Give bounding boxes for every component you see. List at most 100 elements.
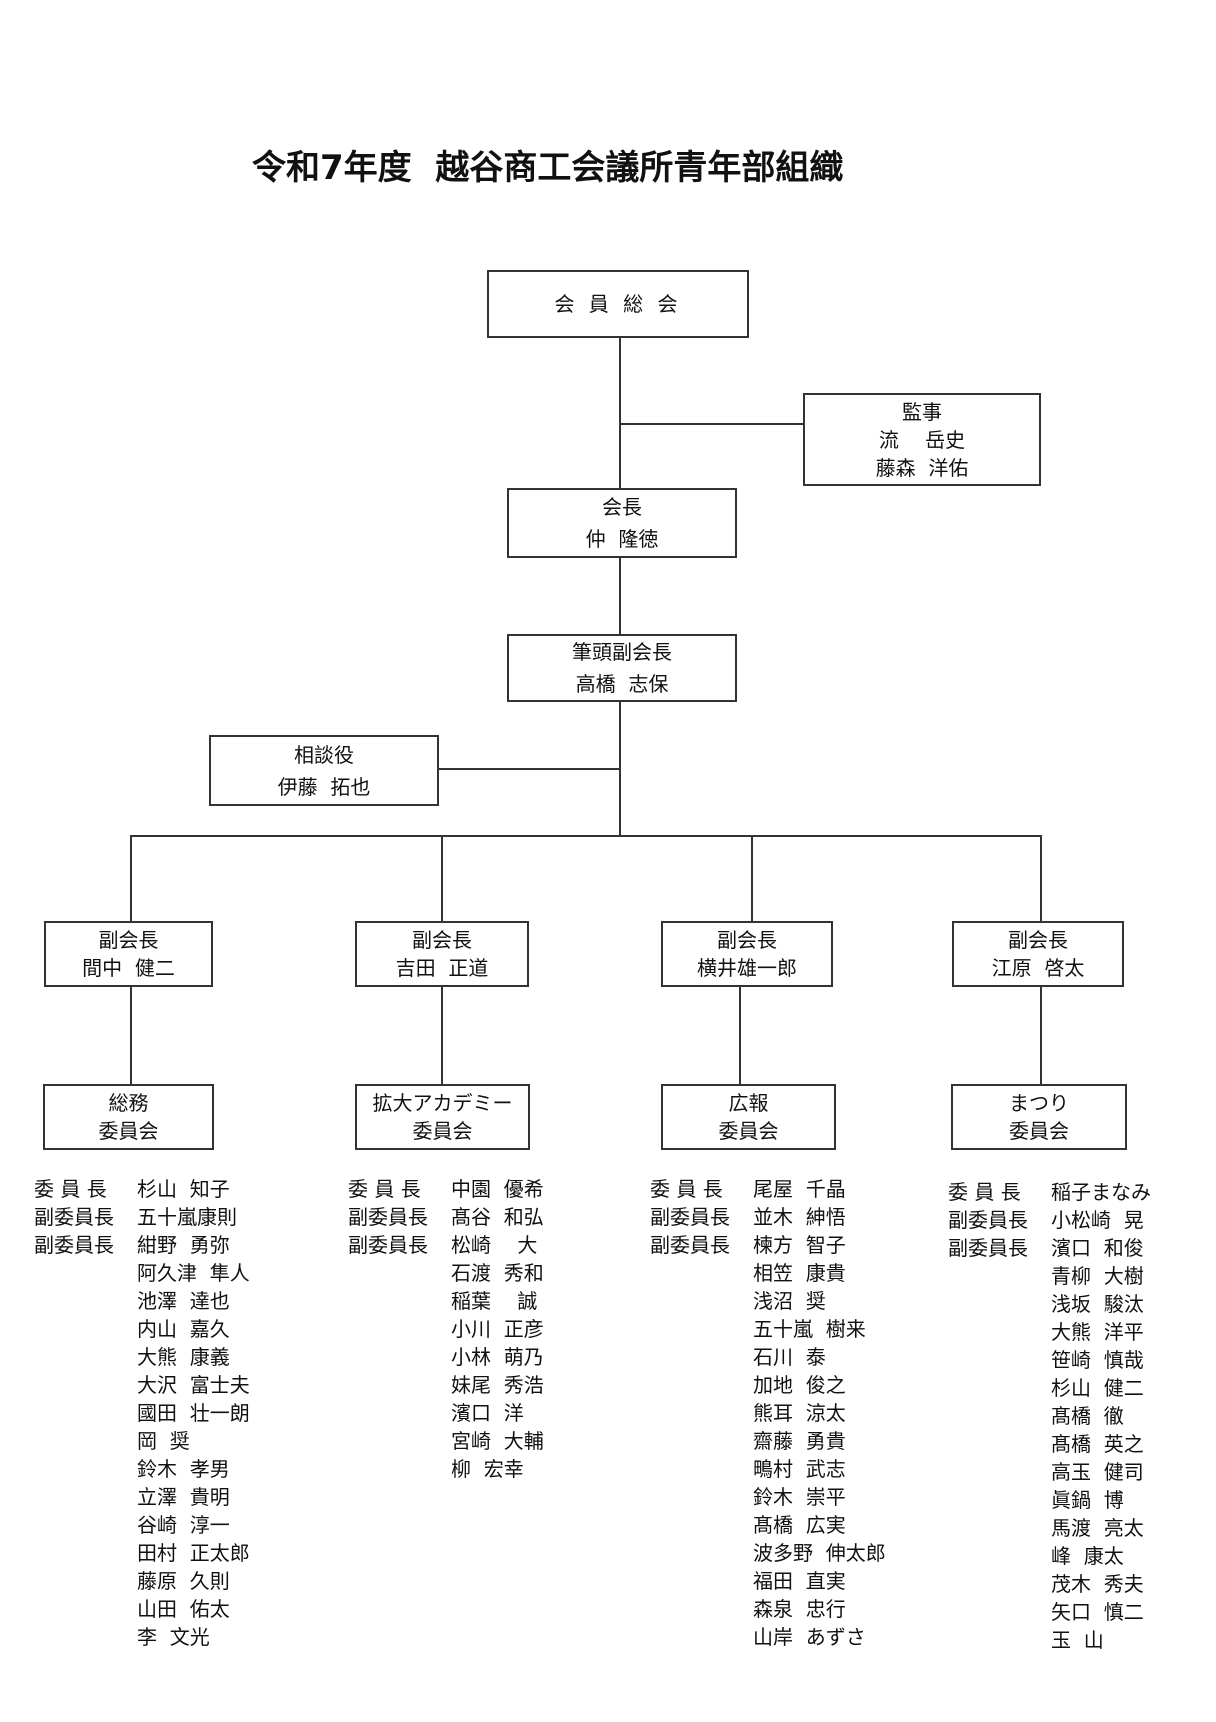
- roster-row: 髙橋 徹: [948, 1402, 1151, 1430]
- roster-row: 波多野 伸太郎: [650, 1539, 886, 1567]
- member-name: 髙橋 広実: [753, 1513, 846, 1537]
- member-role: [34, 1399, 137, 1427]
- roster-row: 副委員長五十嵐康則: [34, 1203, 250, 1231]
- member-role: [348, 1371, 451, 1399]
- member-name: 大熊 洋平: [1051, 1320, 1144, 1344]
- member-role: 副委員長: [948, 1236, 1028, 1260]
- connector-line: [1040, 835, 1042, 921]
- roster-row: 李 文光: [34, 1623, 250, 1651]
- general-assembly-box: 会 員 総 会: [487, 270, 749, 338]
- member-role: [34, 1343, 137, 1371]
- member-name: 濱口 和俊: [1051, 1236, 1144, 1260]
- roster-row: 山岸 あずさ: [650, 1623, 886, 1651]
- general-assembly-label: 会 員 総 会: [554, 292, 682, 316]
- member-role: [650, 1567, 753, 1595]
- member-role: 委 員 長: [650, 1177, 723, 1201]
- roster-row: 相笠 康貴: [650, 1259, 886, 1287]
- member-role: [948, 1374, 1051, 1402]
- vp-role: 副会長: [412, 928, 472, 952]
- connector-line: [739, 987, 741, 1085]
- vp-role: 副会長: [98, 928, 159, 952]
- roster-row: 内山 嘉久: [34, 1315, 250, 1343]
- roster-row: 森泉 忠行: [650, 1595, 886, 1623]
- member-name: 妹尾 秀浩: [451, 1373, 544, 1397]
- member-name: 阿久津 隼人: [137, 1261, 250, 1285]
- member-role: [348, 1315, 451, 1343]
- member-role: [34, 1427, 137, 1455]
- member-role: [948, 1514, 1051, 1542]
- member-role: [948, 1542, 1051, 1570]
- roster-row: 髙橋 広実: [650, 1511, 886, 1539]
- member-role: [34, 1567, 137, 1595]
- member-name: 熊耳 涼太: [753, 1401, 846, 1425]
- member-role: [650, 1343, 753, 1371]
- member-name: 加地 俊之: [753, 1373, 846, 1397]
- member-role: [650, 1455, 753, 1483]
- roster-row: 藤原 久則: [34, 1567, 250, 1595]
- member-name: 福田 直実: [753, 1569, 846, 1593]
- roster-row: 熊耳 涼太: [650, 1399, 886, 1427]
- member-role: [650, 1287, 753, 1315]
- member-name: 藤原 久則: [137, 1569, 230, 1593]
- committee-box: 広報 委員会: [661, 1084, 836, 1150]
- auditor-name: 流 岳史: [878, 427, 966, 452]
- committee-box: 総務 委員会: [43, 1084, 214, 1150]
- page-title: 令和7年度 越谷商工会議所青年部組織: [252, 148, 844, 188]
- auditors-box: 監事 流 岳史 藤森 洋佑: [803, 393, 1041, 486]
- member-role: 副委員長: [650, 1233, 730, 1257]
- auditors-role: 監事: [902, 399, 942, 424]
- roster-row: 妹尾 秀浩: [348, 1371, 544, 1399]
- roster-row: 副委員長松崎 大: [348, 1231, 544, 1259]
- committee-box: まつり 委員会: [951, 1084, 1127, 1150]
- member-name: 玉 山: [1051, 1628, 1104, 1652]
- roster-row: 眞鍋 博: [948, 1486, 1151, 1514]
- member-role: [948, 1626, 1051, 1654]
- member-name: 稲葉 誠: [451, 1289, 538, 1313]
- roster-row: 宮崎 大輔: [348, 1427, 544, 1455]
- member-role: [34, 1595, 137, 1623]
- member-role: [348, 1259, 451, 1287]
- member-name: 鈴木 崇平: [753, 1485, 846, 1509]
- committee-roster: 委 員 長杉山 知子副委員長五十嵐康則副委員長紺野 勇弥阿久津 隼人池澤 達也内…: [34, 1175, 250, 1651]
- member-name: 鈴木 孝男: [137, 1457, 230, 1481]
- roster-row: 峰 康太: [948, 1542, 1151, 1570]
- vp-role: 副会長: [1008, 928, 1068, 952]
- member-role: [948, 1430, 1051, 1458]
- roster-row: 馬渡 亮太: [948, 1514, 1151, 1542]
- senior-vp-name: 高橋 志保: [575, 672, 669, 696]
- connector-line: [619, 423, 805, 425]
- member-role: [34, 1371, 137, 1399]
- member-name: 松崎 大: [451, 1233, 538, 1257]
- member-role: [650, 1259, 753, 1287]
- roster-row: 高玉 健司: [948, 1458, 1151, 1486]
- roster-row: 加地 俊之: [650, 1371, 886, 1399]
- member-role: [948, 1290, 1051, 1318]
- member-role: [948, 1570, 1051, 1598]
- member-name: 髙橋 英之: [1051, 1432, 1144, 1456]
- connector-line: [619, 558, 621, 636]
- roster-row: 池澤 達也: [34, 1287, 250, 1315]
- member-name: 大熊 康義: [137, 1345, 230, 1369]
- member-name: 髙橋 徹: [1051, 1404, 1124, 1428]
- member-name: 鴫村 武志: [753, 1457, 846, 1481]
- member-name: 浅坂 駿汰: [1051, 1292, 1144, 1316]
- vp-box: 副会長 江原 啓太: [952, 921, 1124, 987]
- member-name: 池澤 達也: [137, 1289, 230, 1313]
- vp-name: 横井雄一郎: [697, 956, 797, 980]
- president-name: 仲 隆徳: [585, 527, 659, 551]
- member-role: [650, 1427, 753, 1455]
- member-name: 波多野 伸太郎: [753, 1541, 886, 1565]
- advisor-role: 相談役: [294, 742, 354, 767]
- roster-row: 副委員長並木 紳悟: [650, 1203, 886, 1231]
- roster-row: 齋藤 勇貴: [650, 1427, 886, 1455]
- roster-row: 大熊 洋平: [948, 1318, 1151, 1346]
- connector-line: [439, 768, 621, 770]
- roster-row: 玉 山: [948, 1626, 1151, 1654]
- connector-line: [441, 835, 443, 921]
- committee-box: 拡大アカデミー 委員会: [355, 1084, 530, 1150]
- vp-box: 副会長 間中 健二: [44, 921, 213, 987]
- member-role: [34, 1623, 137, 1651]
- roster-row: 杉山 健二: [948, 1374, 1151, 1402]
- roster-row: 濱口 洋: [348, 1399, 544, 1427]
- roster-row: 鈴木 孝男: [34, 1455, 250, 1483]
